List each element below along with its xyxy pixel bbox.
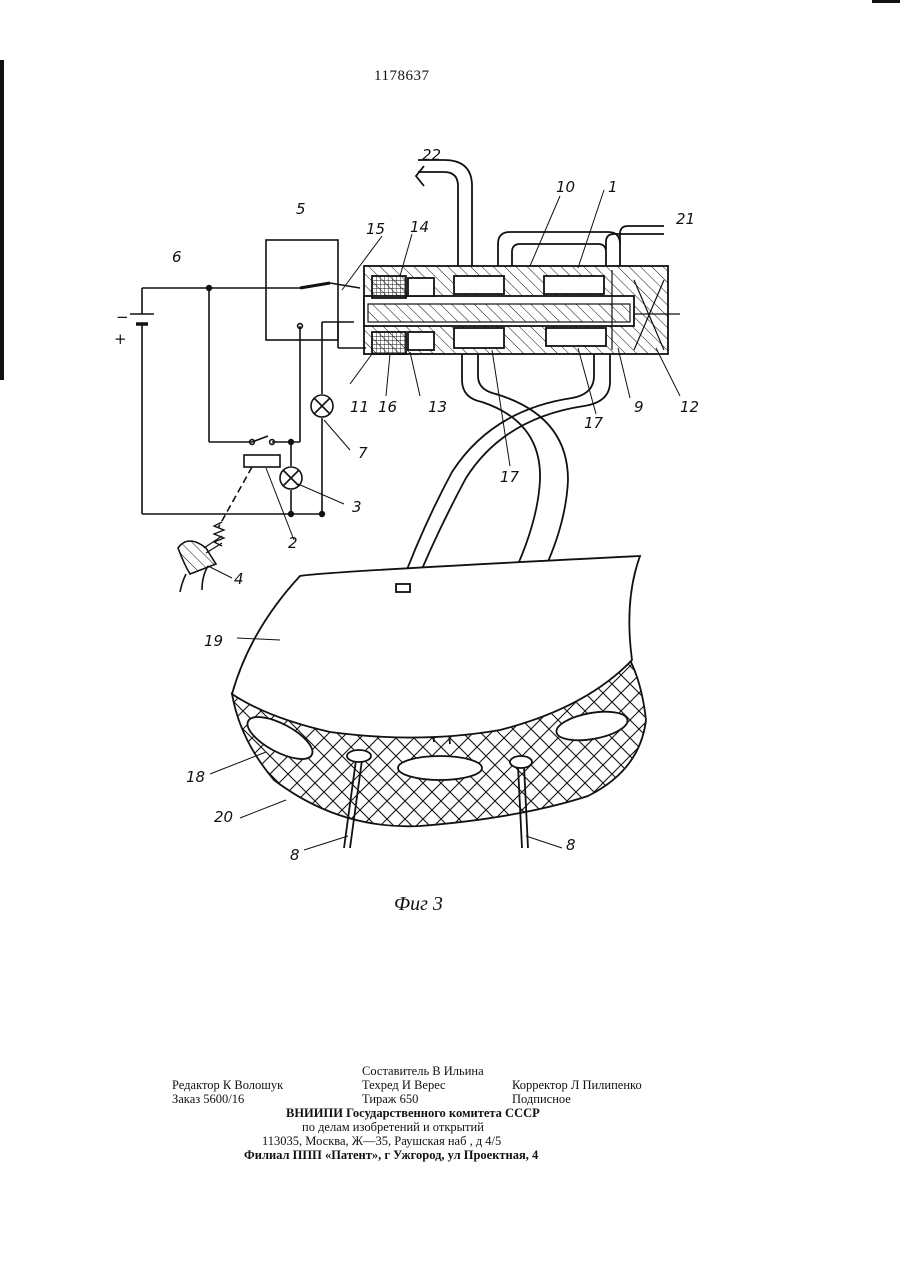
ref-label-6: 6: [172, 248, 182, 266]
control-circuit: [130, 240, 366, 592]
imprint-branch: Филиал ППП «Патент», г Ужгород, ул Проек…: [244, 1148, 538, 1163]
ref-label-4: 4: [234, 570, 244, 588]
ref-label-20: 20: [214, 808, 233, 826]
ref-label-3: 3: [352, 498, 362, 516]
ref-label-8-right: 8: [566, 836, 576, 854]
imprint-subscription: Подписное: [512, 1092, 571, 1107]
valve-assembly: [364, 266, 680, 354]
figure-caption: Фиг 3: [394, 893, 443, 916]
imprint-compiler: Составитель В Ильина: [362, 1064, 484, 1079]
ref-label-11: 11: [350, 398, 369, 416]
bladder-assembly: [232, 556, 646, 848]
ref-label-12: 12: [680, 398, 699, 416]
imprint-corrector: Корректор Л Пилипенко: [512, 1078, 642, 1093]
ref-label-13: 13: [428, 398, 447, 416]
ref-label-10: 10: [556, 178, 575, 196]
figure-3-drawing: 1 2 3 4 5 6 7 8 8 9 10 11 12 13 14 15 16…: [0, 0, 900, 1000]
ref-label-18: 18: [186, 768, 205, 786]
ref-label-19: 19: [204, 632, 223, 650]
imprint-editor: Редактор К Волошук: [172, 1078, 283, 1093]
ref-label-21: 21: [676, 210, 695, 228]
ref-label-5: 5: [296, 200, 306, 218]
ref-label-8-left: 8: [290, 846, 300, 864]
ref-label-2: 2: [288, 534, 298, 552]
imprint-affairs: по делам изобретений и открытий: [302, 1120, 484, 1135]
ref-label-1: 1: [608, 178, 618, 196]
imprint-order: Заказ 5600/16: [172, 1092, 244, 1107]
ref-label-7: 7: [358, 444, 368, 462]
battery-minus-sign: −: [116, 308, 129, 326]
ref-label-14: 14: [410, 218, 429, 236]
imprint-print-run: Тираж 650: [362, 1092, 418, 1107]
ref-label-9: 9: [634, 398, 644, 416]
ref-label-16: 16: [378, 398, 397, 416]
battery-plus-sign: +: [114, 330, 127, 348]
ref-label-15: 15: [366, 220, 385, 238]
imprint-address: 113035, Москва, Ж—35, Раушская наб , д 4…: [262, 1134, 501, 1149]
ref-label-17-right: 17: [584, 414, 604, 432]
imprint-institute: ВНИИПИ Государственного комитета СССР: [286, 1106, 540, 1121]
imprint-techred: Техред И Верес: [362, 1078, 446, 1093]
ref-label-22: 22: [422, 146, 441, 164]
ref-label-17-lower: 17: [500, 468, 520, 486]
